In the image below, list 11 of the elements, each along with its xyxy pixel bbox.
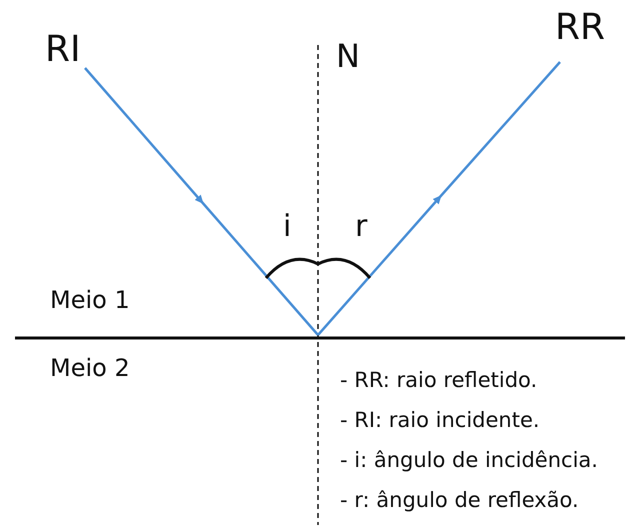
normal-label: N [336, 40, 360, 72]
ray-label: RI [45, 32, 81, 68]
legend-note: - RR: raio refletido. [340, 370, 538, 391]
legend-note: - r: ângulo de reflexão. [340, 490, 579, 511]
legend-note: - i: ângulo de incidência. [340, 450, 598, 471]
legend-note: - RI: raio incidente. [340, 410, 540, 431]
angle-label: i [283, 212, 292, 242]
medium-label: Meio 1 [50, 288, 130, 312]
ray-label: RR [555, 10, 606, 46]
angle-label: r [355, 212, 368, 242]
medium-label: Meio 2 [50, 356, 130, 380]
